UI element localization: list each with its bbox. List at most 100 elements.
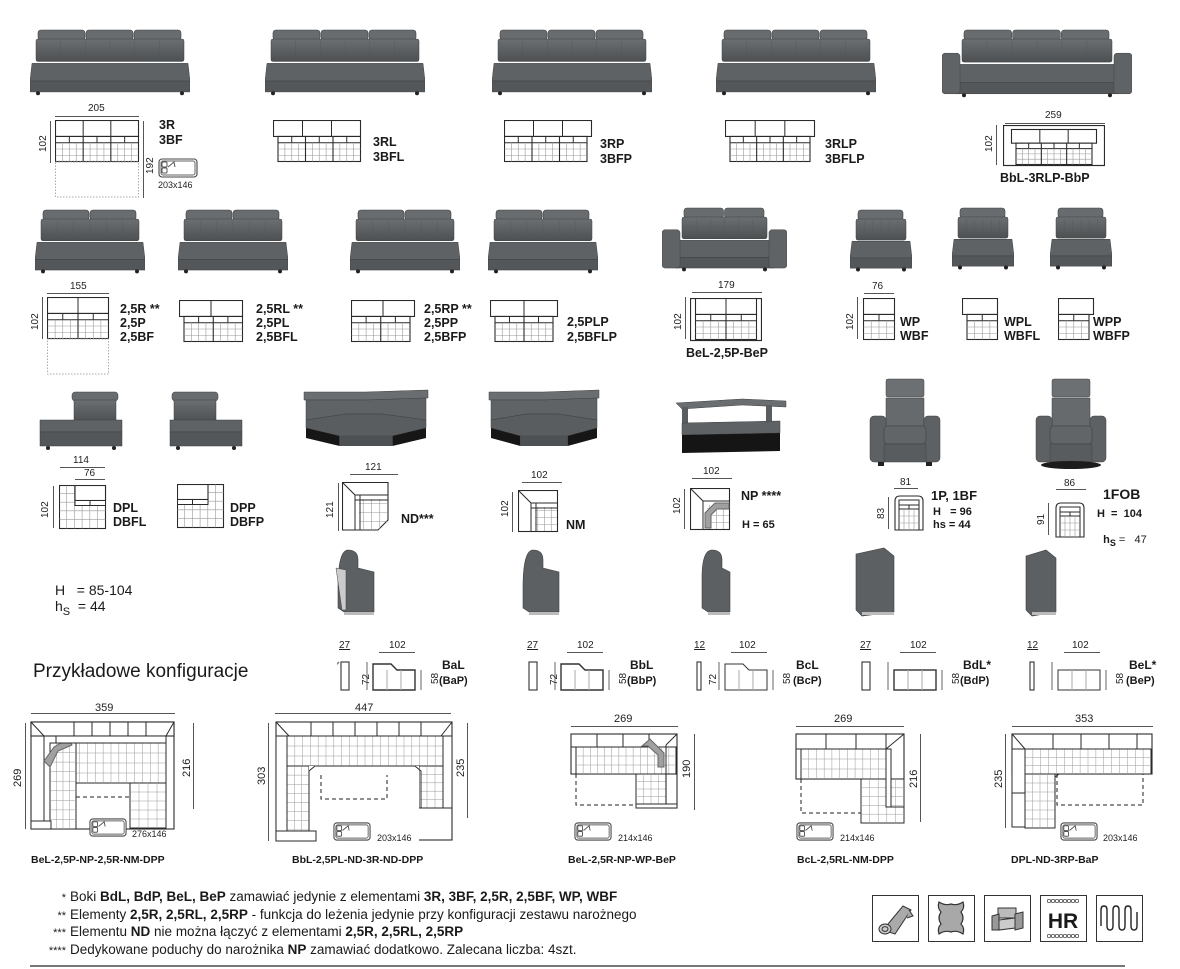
cfg2-right-depth: 235 [455,758,467,777]
dim-width-1fob: 86 [1064,478,1076,489]
module-code-2-5plp: 2,5PLP [567,315,609,329]
plan-2-5rp [351,300,416,343]
module-height-1fob: H = 104 [1097,508,1142,520]
plan-bel-2-5p-bep [690,298,762,342]
dim-width-bbl-3rlp-bbp: 259 [1045,110,1062,121]
module-code-2-5r: 2,5R ** [120,302,160,316]
armrest-length: 102 [389,640,406,651]
hr-text: HR [1048,910,1078,933]
module-code-wbf: WBF [900,329,929,343]
footnote-text: zamawiać dodatkowo. Zalecana liczba: 4sz… [306,941,577,957]
config-plan-4 [795,733,905,824]
armrest-code-alt: (BeP) [1126,675,1155,687]
plan-1fob [1055,502,1085,538]
module-code-nm: NM [566,518,586,532]
module-height-1p: H = 96 [933,506,972,518]
module-code-3bfp: 3BFP [600,152,632,166]
cfg3-bed: 214x146 [618,833,653,843]
armrest-code: BdL* [963,658,991,672]
armrest-plan [337,661,422,691]
sofa-photo-2-5plp [488,209,598,274]
module-code-2-5bfl: 2,5BFL [256,330,298,344]
armrest-thickness: 27 [860,640,872,651]
armrest-plan [696,661,774,691]
dim-width-wp: 76 [872,281,884,292]
armrest-length: 102 [739,640,756,651]
chair-photo-wpp [1050,207,1112,270]
footnote-text: Dedykowane poduchy do narożnika [70,941,288,957]
armrest-photo-bdl [855,547,895,617]
cfg4-right-depth: 216 [908,769,920,788]
armrest-code-alt: (BcP) [793,675,822,687]
footnote-text: 2,5R, 2,5RL, 2,5RP [130,906,248,922]
config-plan-1 [30,721,175,830]
module-height-np: H = 65 [742,519,775,531]
footnote-mark: ** [57,909,66,922]
footnote-mark: *** [53,927,66,939]
sofa-photo-3rp [492,29,652,96]
module-code-2-5pp: 2,5PP [424,316,459,330]
hs-value: = 47 [1115,534,1147,546]
bed-icon [158,158,198,178]
plan-wpp [1058,298,1095,341]
footnote-text: NP [287,941,307,957]
config-code-bbl-3rlp-bbp: BbL-3RLP-BbP [1000,171,1090,185]
armrest-length: 102 [577,640,594,651]
armrest-item: 27 102 72 58 BbL (BbP) [525,640,685,692]
sofa-photo-2-5rp [350,209,460,274]
module-seat-height-1p: hs = 44 [933,519,971,531]
plan-dpl [59,485,107,530]
corner-photo-nm [488,389,600,446]
plan-2-5plp [490,300,559,343]
config-plan-2 [275,721,453,842]
cfg2-name: BbL-2,5PL-ND-3R-ND-DPP [292,854,424,866]
armrest-height: 72 [549,673,560,685]
module-seat-height-1fob: hS = 47 [1097,521,1147,550]
armrest-height: 72 [708,673,719,685]
cfg2-width: 447 [355,702,374,714]
armrest-thickness: 12 [694,640,706,651]
sofa-photo-dpp [169,391,243,450]
footnote: ****Dedykowane poduchy do narożnika NP z… [30,942,637,960]
module-code-np: NP **** [741,489,782,503]
sofa-photo-2-5r [35,209,145,274]
bed-icon [1060,822,1098,841]
armrest-thickness: 12 [1027,640,1039,651]
armrest-item: 12 102 58 BeL* (BeP) [1026,640,1180,692]
plan-2-5rl [179,300,244,343]
dim-width-3r: 205 [88,103,105,114]
cfg1-width: 359 [95,702,114,714]
config-plan-5 [1011,733,1153,829]
footnotes: *Boki BdL, BdP, BeL, BeP zamawiać jedyni… [30,889,637,959]
module-code-3bflp: 3BFLP [825,152,865,166]
armrest-photo-bal [335,549,375,615]
footnote-text: Elementy [70,906,131,922]
module-code-2-5bf: 2,5BF [120,330,155,344]
armrest-item: 27 102 58 BdL* (BdP) [858,640,1018,692]
module-code-wbfl: WBFL [1004,329,1041,343]
height-info: H = 85-104 hS = 44 [55,582,132,620]
module-code-2-5rp: 2,5RP ** [424,302,472,316]
dim-depth-3r: 102 [38,135,49,152]
bed-icon [574,822,612,841]
module-code-dpp: DPP [230,501,256,515]
module-code-wbfp: WBFP [1093,329,1130,343]
sofa-photo-3rlp [716,29,876,96]
hs-label: h [1103,534,1110,546]
footnote-text: 3R, 3BF, 2,5R, 2,5BF, WP, WBF [423,889,618,904]
module-code-wp: WP [900,315,921,329]
chair-photo-wp [850,209,912,272]
config-plan-3 [570,733,678,809]
plan-nm [518,490,559,533]
dim-width-2-5r: 155 [70,281,87,292]
dim-width-nd: 121 [365,462,382,473]
plan-wpl [962,298,999,341]
plan-1p [894,495,924,531]
cfg1-bed: 276x146 [132,829,167,839]
dim-depth-np: 102 [672,497,683,514]
armrest-height: 72 [361,673,372,685]
cfg4-width: 269 [834,713,853,725]
armrest-seat-height: 58 [1115,672,1126,684]
dim-depth-1fob: 91 [1036,513,1047,525]
footnote: *Boki BdL, BdP, BeL, BeP zamawiać jedyni… [30,889,637,907]
